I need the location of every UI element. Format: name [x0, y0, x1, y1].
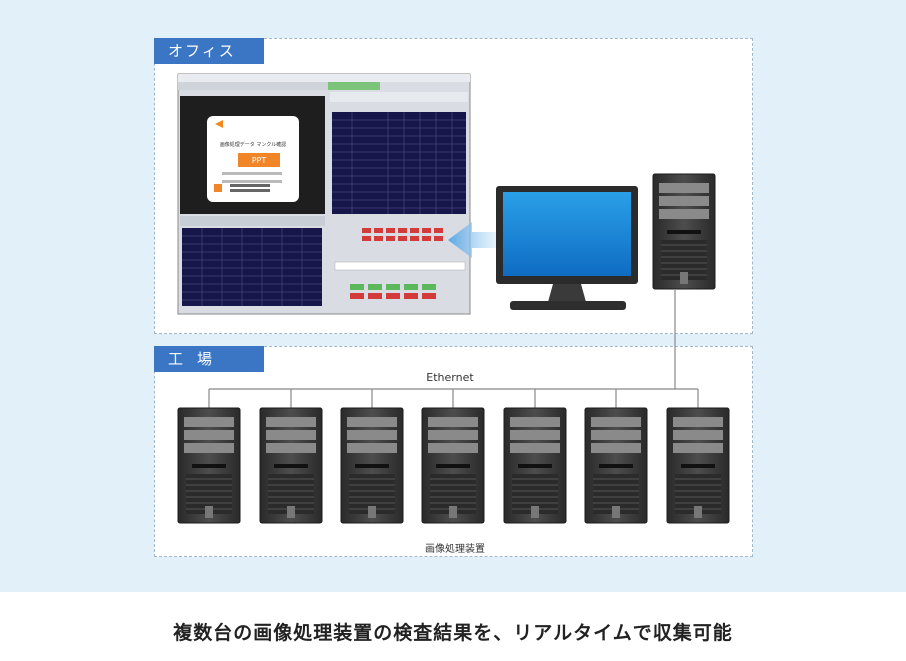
card-button: PPT — [252, 156, 267, 165]
factory-server-icon — [666, 407, 730, 524]
network-diagram: 画像処理データ マンクル確認 PPT — [177, 73, 730, 524]
card-title: 画像処理データ マンクル確認 — [220, 141, 286, 148]
device-group-label: 画像処理装置 — [425, 544, 485, 555]
factory-server-icon — [421, 407, 485, 524]
monitor-icon — [496, 186, 638, 310]
factory-zone-label: 工場 — [154, 346, 264, 372]
factory-server-icon — [503, 407, 567, 524]
caption: 複数台の画像処理装置の検査結果を、リアルタイムで収集可能 — [173, 622, 733, 644]
ethernet-label: Ethernet — [426, 371, 474, 384]
ethernet-lines — [208, 289, 699, 408]
software-screenshot: 画像処理データ マンクル確認 PPT — [177, 73, 471, 315]
factory-server-icon — [177, 407, 241, 524]
data-flow-arrow — [448, 222, 500, 258]
office-server-icon — [652, 173, 716, 290]
factory-server-icon — [340, 407, 404, 524]
factory-server-icon — [584, 407, 648, 524]
factory-server-icon — [259, 407, 323, 524]
office-zone-label: オフィス — [154, 38, 264, 64]
